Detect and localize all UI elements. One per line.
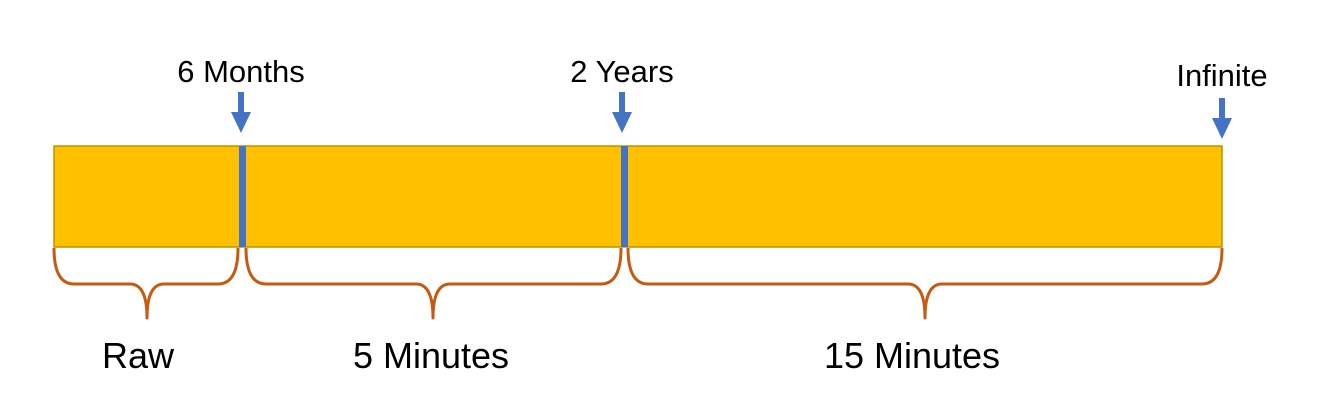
arrow-down-icon (1212, 98, 1232, 139)
marker-label-infinite: Infinite (1176, 58, 1267, 93)
curly-brace-icon (244, 247, 623, 320)
segment-label-15-minutes: 15 Minutes (824, 335, 1000, 376)
timeline-bar (53, 145, 1223, 248)
divider-6-months (239, 146, 246, 247)
curly-brace-icon (52, 247, 240, 320)
divider-2-years (621, 146, 628, 247)
segment-label-5-minutes: 5 Minutes (353, 335, 509, 376)
curly-brace-icon (626, 247, 1224, 320)
arrow-down-icon (231, 92, 251, 133)
marker-label-6-months: 6 Months (177, 54, 305, 89)
segment-label-raw: Raw (102, 335, 175, 376)
marker-label-2-years: 2 Years (570, 54, 673, 89)
arrow-down-icon (612, 92, 632, 133)
